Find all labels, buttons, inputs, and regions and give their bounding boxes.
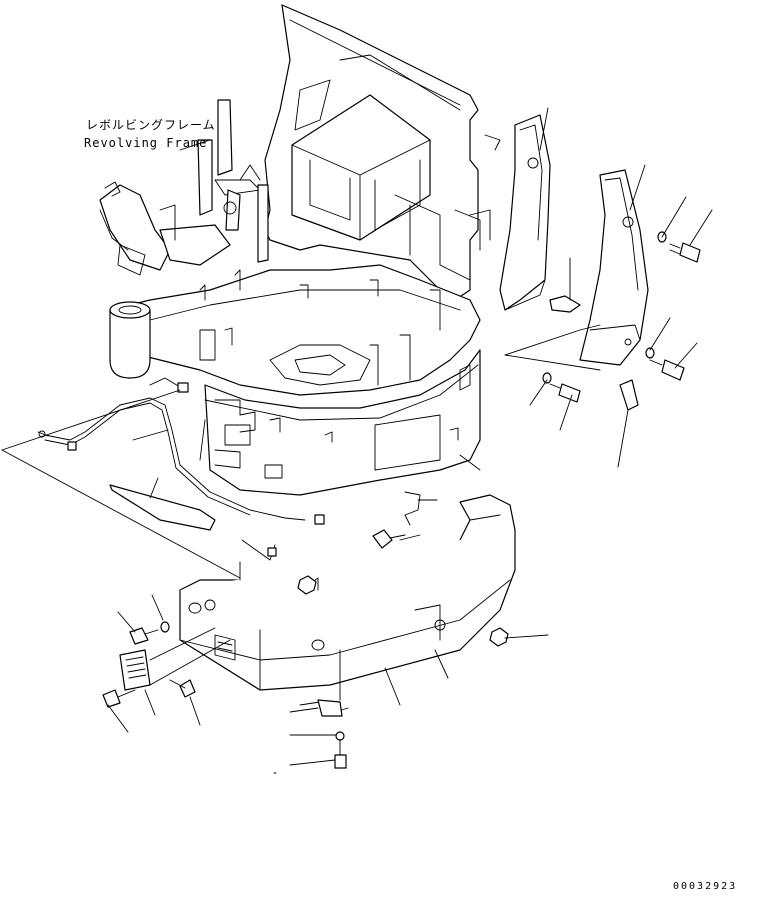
rear-cover-skirt	[204, 349, 481, 496]
counterweight	[179, 494, 516, 717]
wiring-harness	[37, 377, 421, 561]
leader-lines	[1, 107, 713, 774]
drawing-number: 00032923	[673, 881, 738, 892]
revolving-frame	[99, 4, 501, 396]
revolving-frame-label-en: Revolving Frame	[84, 136, 208, 150]
side-covers	[499, 114, 649, 411]
revolving-frame-label-jp: レボルビングフレーム	[86, 118, 216, 132]
